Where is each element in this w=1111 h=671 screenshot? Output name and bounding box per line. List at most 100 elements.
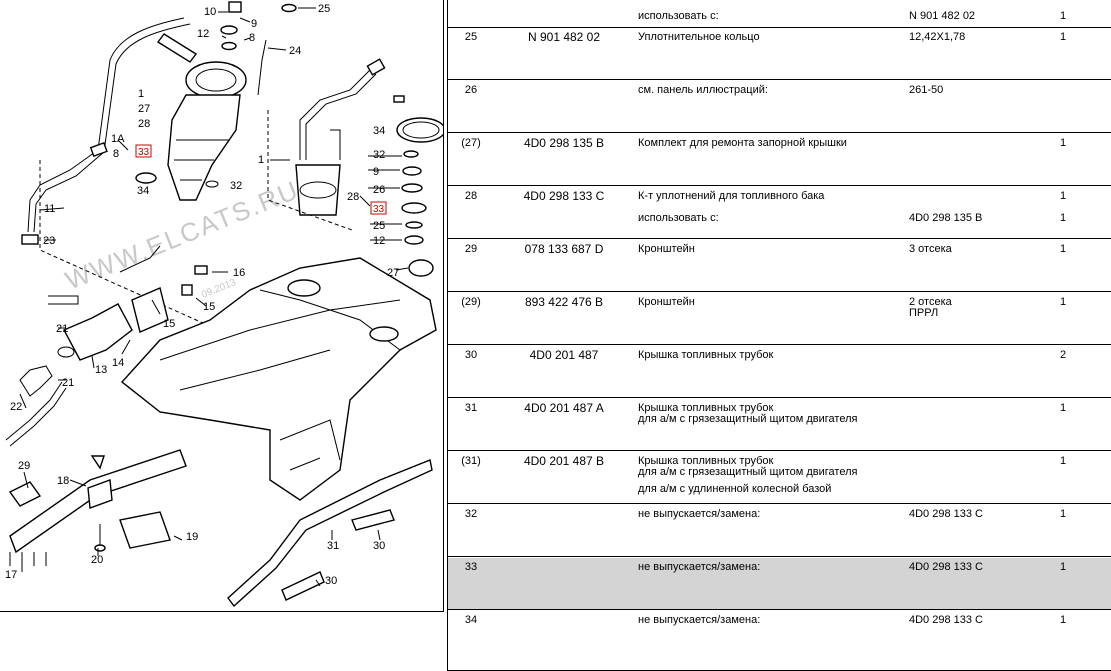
callout-31[interactable]: 31 — [327, 540, 339, 552]
callout-1a[interactable]: 1A — [111, 133, 125, 145]
part-number[interactable]: 893 422 476 B — [524, 295, 604, 309]
parts-diagram-panel[interactable]: WWW.ELCATS.RU 09.2013 — [0, 0, 444, 612]
part-position: 29 — [464, 243, 478, 255]
callout-23[interactable]: 23 — [43, 235, 55, 247]
callout-10[interactable]: 10 — [204, 6, 216, 18]
part-note: 3 отсека — [909, 243, 952, 255]
part-quantity: 1 — [1059, 561, 1067, 573]
part-note: 4D0 298 133 C — [909, 561, 983, 573]
callout-12b[interactable]: 12 — [373, 235, 385, 247]
callout-18[interactable]: 18 — [57, 475, 69, 487]
parts-row-29[interactable]: 29 078 133 687 D Кронштейн 3 отсека 1 — [448, 240, 1111, 292]
part-number[interactable]: 4D0 298 135 B — [523, 136, 605, 150]
callout-12[interactable]: 12 — [197, 28, 209, 40]
part-quantity: 1 — [1059, 137, 1067, 149]
callout-30[interactable]: 30 — [373, 540, 385, 552]
hotspot-33b-box[interactable] — [370, 201, 387, 215]
filler-neck-drawing — [185, 61, 247, 99]
callout-25[interactable]: 25 — [318, 3, 330, 15]
callout-24[interactable]: 24 — [289, 45, 301, 57]
part-position: 26 — [464, 84, 478, 96]
callout-29[interactable]: 29 — [18, 460, 30, 472]
callout-34b[interactable]: 34 — [373, 125, 385, 137]
callout-14[interactable]: 14 — [112, 357, 124, 369]
part-number[interactable]: N 901 482 02 — [527, 30, 601, 44]
callout-9[interactable]: 9 — [251, 18, 257, 30]
fuel-filter-drawing — [63, 303, 133, 361]
callout-25b[interactable]: 25 — [373, 220, 385, 232]
callout-13[interactable]: 13 — [95, 364, 107, 376]
callout-21b[interactable]: 21 — [62, 377, 74, 389]
callout-15[interactable]: 15 — [203, 301, 215, 313]
part-position: 34 — [464, 614, 478, 626]
callout-16[interactable]: 16 — [233, 267, 245, 279]
hotspot-33b[interactable]: 33 — [373, 204, 385, 215]
part-description: Крышка топливных трубок — [638, 349, 774, 361]
part-description: не выпускается/замена: — [638, 614, 761, 626]
part-position: (31) — [461, 455, 481, 467]
part-description: Крышка топливных трубок — [638, 402, 774, 414]
vent-valve-drawing — [228, 1, 242, 13]
callout-8[interactable]: 8 — [249, 32, 255, 44]
hotspot-33-box[interactable] — [135, 144, 152, 158]
callout-8b[interactable]: 8 — [113, 148, 119, 160]
part-note: 2 отсека — [909, 296, 952, 308]
callout-27[interactable]: 27 — [138, 103, 150, 115]
callout-17[interactable]: 17 — [5, 569, 17, 581]
callout-22[interactable]: 22 — [10, 401, 22, 413]
part-number[interactable]: 078 133 687 D — [524, 242, 604, 256]
part-description: Кронштейн — [638, 296, 695, 308]
part-number[interactable]: 4D0 201 487 — [529, 348, 599, 362]
part-description: Кронштейн — [638, 243, 695, 255]
callout-21[interactable]: 21 — [56, 323, 68, 335]
part-description: Крышка топливных трубок — [638, 455, 774, 467]
part-description: Комплект для ремонта запорной крышки — [638, 137, 847, 149]
callout-27b[interactable]: 27 — [387, 267, 399, 279]
part-quantity: 1 — [1059, 10, 1067, 22]
fuel-system-exploded-diagram[interactable]: WWW.ELCATS.RU 09.2013 — [0, 0, 443, 611]
part-number[interactable]: 4D0 201 487 A — [524, 401, 604, 415]
callout-20[interactable]: 20 — [91, 554, 103, 566]
callout-34[interactable]: 34 — [137, 185, 149, 197]
callout-11[interactable]: 11 — [44, 203, 55, 215]
part-quantity: 1 — [1059, 508, 1067, 520]
callout-32[interactable]: 32 — [230, 180, 242, 192]
part-number[interactable]: 4D0 201 487 B — [523, 454, 605, 468]
part-position: 31 — [464, 402, 478, 414]
callout-1[interactable]: 1 — [138, 88, 144, 100]
part-number[interactable]: 4D0 298 133 C — [523, 189, 605, 203]
callout-15b[interactable]: 15 — [163, 318, 175, 330]
line-bracket-drawing — [9, 449, 187, 554]
callout-19[interactable]: 19 — [186, 531, 198, 543]
part-quantity: 1 — [1059, 243, 1067, 255]
hotspot-33[interactable]: 33 — [138, 147, 150, 158]
fuel-pump-housing-drawing — [167, 94, 241, 201]
callout-26[interactable]: 26 — [373, 184, 385, 196]
callout-9b[interactable]: 9 — [373, 166, 379, 178]
callout-1b[interactable]: 1 — [258, 154, 264, 166]
fuel-tank-drawing — [120, 257, 437, 501]
callout-28b[interactable]: 28 — [347, 191, 359, 203]
part-description: для а/м с грязезащитный щитом двигателя — [638, 466, 858, 478]
callout-30b[interactable]: 30 — [325, 575, 337, 587]
parts-row-31[interactable]: (31) 4D0 201 487 B Крышка топливных трубок… — [448, 452, 1111, 504]
part-description: не выпускается/замена: — [638, 508, 761, 520]
part-quantity: 1 — [1059, 402, 1067, 414]
part-quantity: 1 — [1059, 455, 1067, 467]
part-position: 28 — [464, 190, 478, 202]
callout-28[interactable]: 28 — [138, 118, 150, 130]
callout-32b[interactable]: 32 — [373, 149, 385, 161]
diagram-callouts: 10 9 25 12 8 24 1 27 28 1A 8 33 34 32 11… — [5, 3, 399, 587]
connector-drawing — [366, 58, 386, 76]
